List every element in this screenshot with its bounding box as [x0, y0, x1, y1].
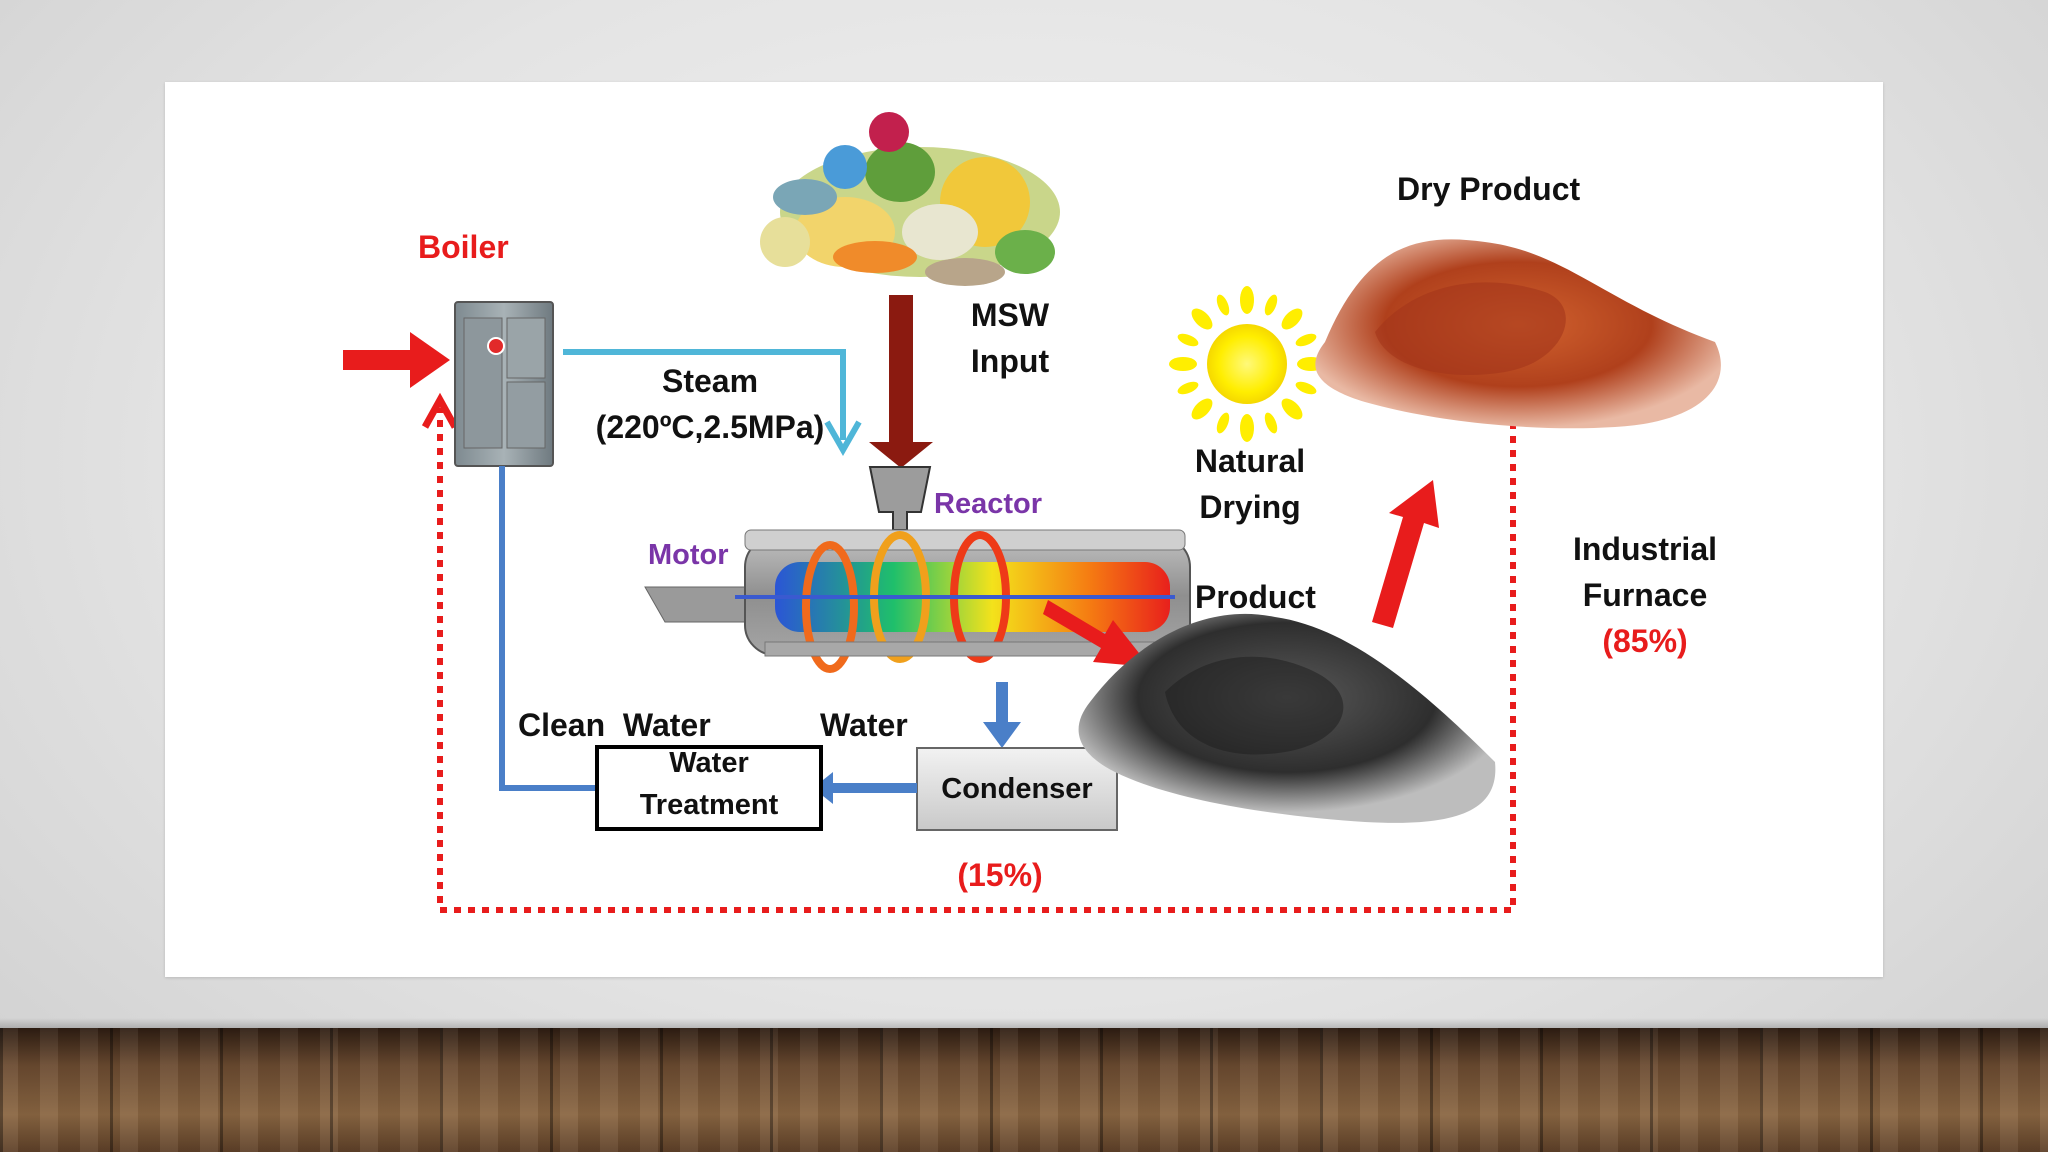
drying-label: Drying [1199, 489, 1301, 525]
sun-icon [1169, 286, 1325, 442]
steam-arrowhead [824, 420, 862, 457]
industrial-percent-label: (85%) [1602, 623, 1688, 659]
industrial-label: Industrial [1572, 531, 1717, 567]
wooden-floor [0, 1028, 2048, 1152]
clean-water-line [499, 466, 597, 791]
steam-label: Steam [661, 363, 759, 399]
reactor-label: Reactor [934, 488, 1042, 520]
natural-label: Natural [1194, 443, 1306, 479]
product-to-dry-arrow [1372, 480, 1439, 628]
msw-input-arrow [869, 295, 933, 468]
water-label: Water [820, 707, 908, 743]
furnace-label: Furnace [1582, 577, 1708, 613]
msw-waste-pile [760, 112, 1060, 286]
return-arrowhead [421, 392, 459, 429]
process-diagram [343, 112, 1721, 913]
slide: Boiler Steam (220ºC,2.5MPa) MSW Input Re… [165, 82, 1883, 977]
reactor-to-condenser-arrow [983, 682, 1021, 748]
return-dotted-line [437, 408, 1516, 913]
condenser-label: Condenser [941, 773, 1093, 805]
boiler-input-arrow [343, 332, 450, 388]
dry-product-label: Dry Product [1397, 171, 1581, 207]
product-pile [1078, 613, 1496, 823]
motor-label: Motor [648, 539, 729, 571]
return-percent-label: (15%) [957, 857, 1043, 893]
boiler-label: Boiler [418, 229, 509, 265]
msw-input-label: Input [970, 343, 1050, 379]
clean-water-label: Clean Water [518, 707, 711, 743]
product-label: Product [1195, 579, 1316, 615]
water-treatment-box [595, 745, 823, 831]
water-treatment-label-2: Treatment [639, 789, 779, 821]
boiler-unit [454, 301, 554, 467]
steam-line [563, 349, 846, 440]
reactor-hopper [868, 466, 932, 531]
reactor-to-product-arrow [1043, 600, 1150, 667]
water-treatment-label: Water [669, 747, 749, 779]
steam-conditions-label: (220ºC,2.5MPa) [595, 409, 825, 445]
msw-label: MSW [970, 297, 1050, 333]
dry-product-pile [1315, 239, 1721, 429]
condenser-to-treatment-arrow [813, 772, 917, 804]
